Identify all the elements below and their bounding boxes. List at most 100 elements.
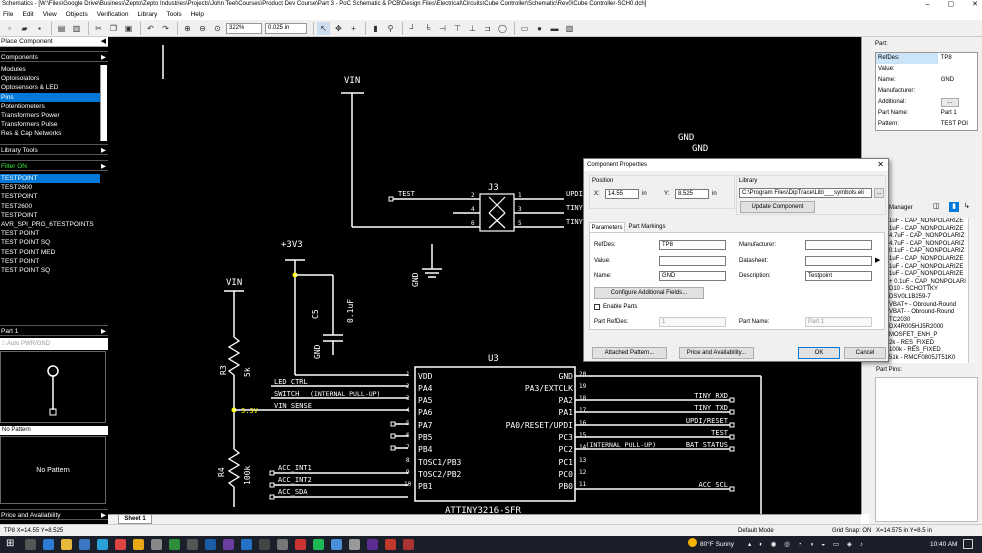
zoom-in-icon[interactable]: ⊕ xyxy=(184,23,191,33)
part-item[interactable]: TEST POINT MED xyxy=(1,248,56,256)
additional-fields-button[interactable]: ... xyxy=(940,98,959,107)
file-explorer-icon[interactable] xyxy=(61,539,72,550)
list-item[interactable]: 2k - RES_FIXED xyxy=(889,339,935,346)
manufacturer-input[interactable] xyxy=(805,240,872,250)
menu-edit[interactable]: Edit xyxy=(22,11,34,18)
search-icon[interactable] xyxy=(25,539,36,550)
category-item[interactable]: Res & Cap Networks xyxy=(1,130,62,138)
list-item[interactable]: 0.1uF - CAP_NONPOLARIZ xyxy=(889,248,965,255)
wire-icon[interactable]: ┘ xyxy=(409,23,416,33)
list-item[interactable]: 1uF - CAP_NONPOLARIZE xyxy=(889,263,964,270)
menu-tools[interactable]: Tools xyxy=(166,11,182,18)
list-item[interactable]: 100k - RES_FIXED xyxy=(889,347,941,354)
ok-button[interactable]: OK xyxy=(798,347,840,359)
app-icon[interactable] xyxy=(115,539,126,550)
list-item[interactable]: + 0.1uF - CAP_NONPOLARI xyxy=(889,278,966,285)
library-path-input[interactable]: C:\Program Files\DipTrace\Lib\___symbols… xyxy=(739,188,872,198)
app-icon[interactable] xyxy=(43,539,54,550)
part-item[interactable]: TEST POINT SQ xyxy=(1,239,51,247)
app-icon[interactable] xyxy=(133,539,144,550)
app-icon[interactable] xyxy=(277,539,288,550)
tray-icons[interactable]: ▴ ◐ ◉ ◎ ◔ ◑ ◒ ▭ ◈ ♪ xyxy=(748,541,866,548)
name-input[interactable]: GND xyxy=(659,271,726,281)
category-item[interactable]: Potentiometers xyxy=(1,102,45,110)
part-item[interactable]: TEST POINT xyxy=(1,257,40,265)
component-icon[interactable]: ▮ xyxy=(373,23,378,33)
app-icon[interactable] xyxy=(367,539,378,550)
place-component-header[interactable]: Place Component◀ xyxy=(0,37,108,47)
undo-icon[interactable]: ↶ xyxy=(147,23,154,33)
tab-sheet-1[interactable]: Sheet 1 xyxy=(118,515,152,524)
part-item[interactable]: TESTPOINT xyxy=(1,211,38,219)
cut-icon[interactable]: ✂ xyxy=(95,23,102,33)
app-icon[interactable] xyxy=(79,539,90,550)
list-item[interactable]: VBAT+ - Obround-Round xyxy=(889,301,957,308)
category-scrollbar[interactable] xyxy=(100,65,107,141)
list-item[interactable]: D10 - SCHOTTKY xyxy=(889,286,939,293)
part-item[interactable]: TESTPOINT xyxy=(1,193,38,201)
list-item[interactable]: VBAT- - Obround-Round xyxy=(889,309,955,316)
image-icon[interactable]: ▧ xyxy=(565,23,574,33)
enable-parts-checkbox[interactable] xyxy=(594,304,600,310)
description-input[interactable]: Testpoint xyxy=(805,271,872,281)
menu-file[interactable]: File xyxy=(3,11,14,18)
price-availability-header[interactable]: Price and Availability▶ xyxy=(0,509,108,520)
tab-part-markings[interactable]: Part Markings xyxy=(628,224,666,230)
grid-select[interactable]: 0.025 in xyxy=(265,22,307,34)
menu-objects[interactable]: Objects xyxy=(65,11,88,18)
part-item-selected[interactable]: TESTPOINT xyxy=(0,174,100,184)
app-icon[interactable] xyxy=(97,539,108,550)
list-item[interactable]: DX4R005HJ5R2000 xyxy=(889,324,944,331)
zoom-select[interactable]: 322% xyxy=(226,22,262,34)
browse-library-button[interactable]: ... xyxy=(874,188,884,198)
value-input[interactable] xyxy=(659,256,726,266)
category-item[interactable]: Optosensors & LED xyxy=(1,84,59,92)
component-mode-icon[interactable]: ◫ xyxy=(933,203,940,210)
binoculars-icon[interactable]: ⚲ xyxy=(387,23,394,33)
zoom-window-icon[interactable]: ⊙ xyxy=(214,23,221,33)
print-preview-icon[interactable]: ▥ xyxy=(72,23,81,33)
app-icon[interactable] xyxy=(223,539,234,550)
components-header[interactable]: Components▶ xyxy=(0,51,108,62)
diptrace-icon[interactable] xyxy=(385,539,396,550)
category-item[interactable]: Transformers Pulse xyxy=(1,121,58,129)
app-icon[interactable] xyxy=(331,539,342,550)
y-position-input[interactable]: 8.525 xyxy=(675,189,709,199)
pattern-header[interactable]: No Pattern xyxy=(0,426,108,435)
menu-verification[interactable]: Verification xyxy=(96,11,129,18)
price-availability-button[interactable]: Price and Availability... xyxy=(679,347,754,359)
power-icon[interactable]: ⊤ xyxy=(454,23,461,33)
auto-pwr-gnd-checkbox[interactable]: □ Auto PWR/GND xyxy=(0,338,108,350)
zoom-out-icon[interactable]: ⊖ xyxy=(199,23,206,33)
filter-header[interactable]: Filter ON▶ xyxy=(0,160,108,171)
list-item[interactable]: TC2030 xyxy=(889,316,911,323)
attached-pattern-button[interactable]: Attached Pattern... xyxy=(592,347,667,359)
tab-parameters[interactable]: Parameters xyxy=(589,222,625,232)
vscode-icon[interactable] xyxy=(241,539,252,550)
save-icon[interactable]: ▪ xyxy=(38,23,41,33)
pan-icon[interactable]: ✥ xyxy=(335,23,342,33)
hierarchy-icon[interactable]: ⊐ xyxy=(484,23,491,33)
part-refdes-input[interactable]: 1 xyxy=(659,317,726,327)
x-position-input[interactable]: 14.55 xyxy=(605,189,639,199)
part-item[interactable]: AVR_SPI_PRG_6TESTPOINTS xyxy=(1,221,94,229)
clock[interactable]: 10:40 AM xyxy=(930,541,958,548)
close-button[interactable]: ✕ xyxy=(972,1,978,8)
part-item[interactable]: TEST2600 xyxy=(1,184,33,192)
notification-icon[interactable] xyxy=(963,539,973,549)
app-icon[interactable] xyxy=(295,539,306,550)
configure-additional-fields-button[interactable]: Configure Additional Fields... xyxy=(594,287,704,299)
weather-text[interactable]: 80°F Sunny xyxy=(700,541,735,548)
app-icon[interactable] xyxy=(169,539,180,550)
list-item[interactable]: 1uF - CAP_NONPOLARIZE xyxy=(889,225,964,232)
dialog-close-icon[interactable]: ✕ xyxy=(877,160,884,169)
app-icon[interactable] xyxy=(403,539,414,550)
part-item[interactable]: TEST POINT xyxy=(1,230,40,238)
app-icon[interactable] xyxy=(187,539,198,550)
list-item[interactable]: MOSFET_ENH_P xyxy=(889,331,938,338)
maximize-button[interactable]: ▢ xyxy=(947,1,955,8)
list-item[interactable]: 4.7uF - CAP_NONPOLARIZ xyxy=(889,233,965,240)
datasheet-input[interactable] xyxy=(805,256,872,266)
part-item[interactable]: TEST POINT SQ xyxy=(1,267,51,275)
windows-start-icon[interactable]: ⊞ xyxy=(6,538,15,549)
